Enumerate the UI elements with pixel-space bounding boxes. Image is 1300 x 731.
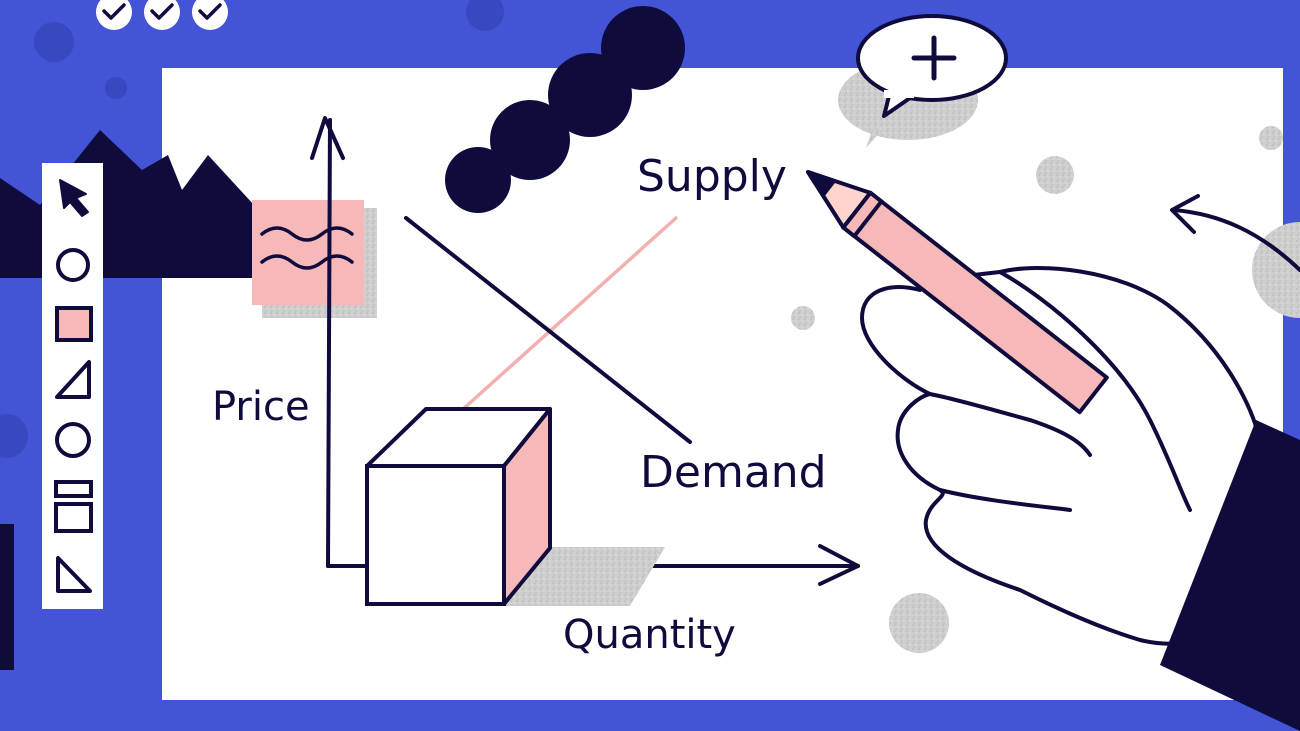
right-triangle-icon	[56, 556, 92, 593]
sticky-note[interactable]	[252, 200, 377, 318]
hand	[860, 266, 1270, 646]
check-icon	[96, 0, 132, 30]
tool-pointer[interactable]	[52, 172, 94, 218]
triangle-icon	[55, 360, 91, 399]
tool-triangle[interactable]	[55, 360, 91, 399]
plus-icon	[911, 35, 957, 81]
pencil-icon[interactable]	[794, 155, 1109, 415]
circle-icon	[56, 248, 90, 282]
gray-dot	[889, 593, 949, 653]
curved-arrow	[1170, 194, 1300, 272]
dark-blob	[445, 6, 685, 213]
y-axis-arrowhead	[310, 116, 345, 160]
pointer-arrow-icon	[59, 179, 89, 217]
gray-dot	[791, 306, 815, 330]
supply-line	[460, 216, 678, 412]
tool-right-triangle[interactable]	[56, 556, 92, 593]
bg-dot	[466, 0, 504, 31]
x-axis-arrowhead	[818, 544, 860, 586]
wavy-lines-icon	[260, 226, 354, 270]
supply-label: Supply	[637, 151, 787, 202]
tool-square[interactable]	[55, 306, 93, 342]
check-icon	[192, 0, 228, 30]
speech-bubble[interactable]	[838, 14, 1008, 148]
gray-dot	[1036, 156, 1074, 194]
stacked-rectangles-icon	[54, 480, 93, 533]
check-icon	[144, 0, 180, 30]
tool-circle-2[interactable]	[55, 422, 91, 458]
cube[interactable]	[365, 407, 665, 606]
gray-half-dot	[1252, 222, 1300, 318]
demand-line	[404, 216, 692, 444]
sleeve	[1160, 420, 1300, 731]
window-status-icons	[96, 0, 228, 30]
y-axis	[326, 118, 332, 568]
y-axis-label: Price	[212, 384, 310, 430]
dark-edge-block	[0, 524, 14, 670]
square-filled-icon	[55, 306, 93, 342]
bg-dot	[105, 77, 127, 99]
shape-toolbar	[42, 163, 103, 609]
bg-dot	[0, 414, 28, 458]
tool-stacked-rectangles[interactable]	[54, 480, 93, 533]
x-axis-label: Quantity	[563, 612, 736, 658]
gray-dot	[1259, 126, 1283, 150]
tool-circle[interactable]	[52, 244, 94, 286]
bg-dot	[34, 22, 74, 62]
demand-label: Demand	[640, 447, 827, 498]
circle-icon	[55, 422, 91, 458]
